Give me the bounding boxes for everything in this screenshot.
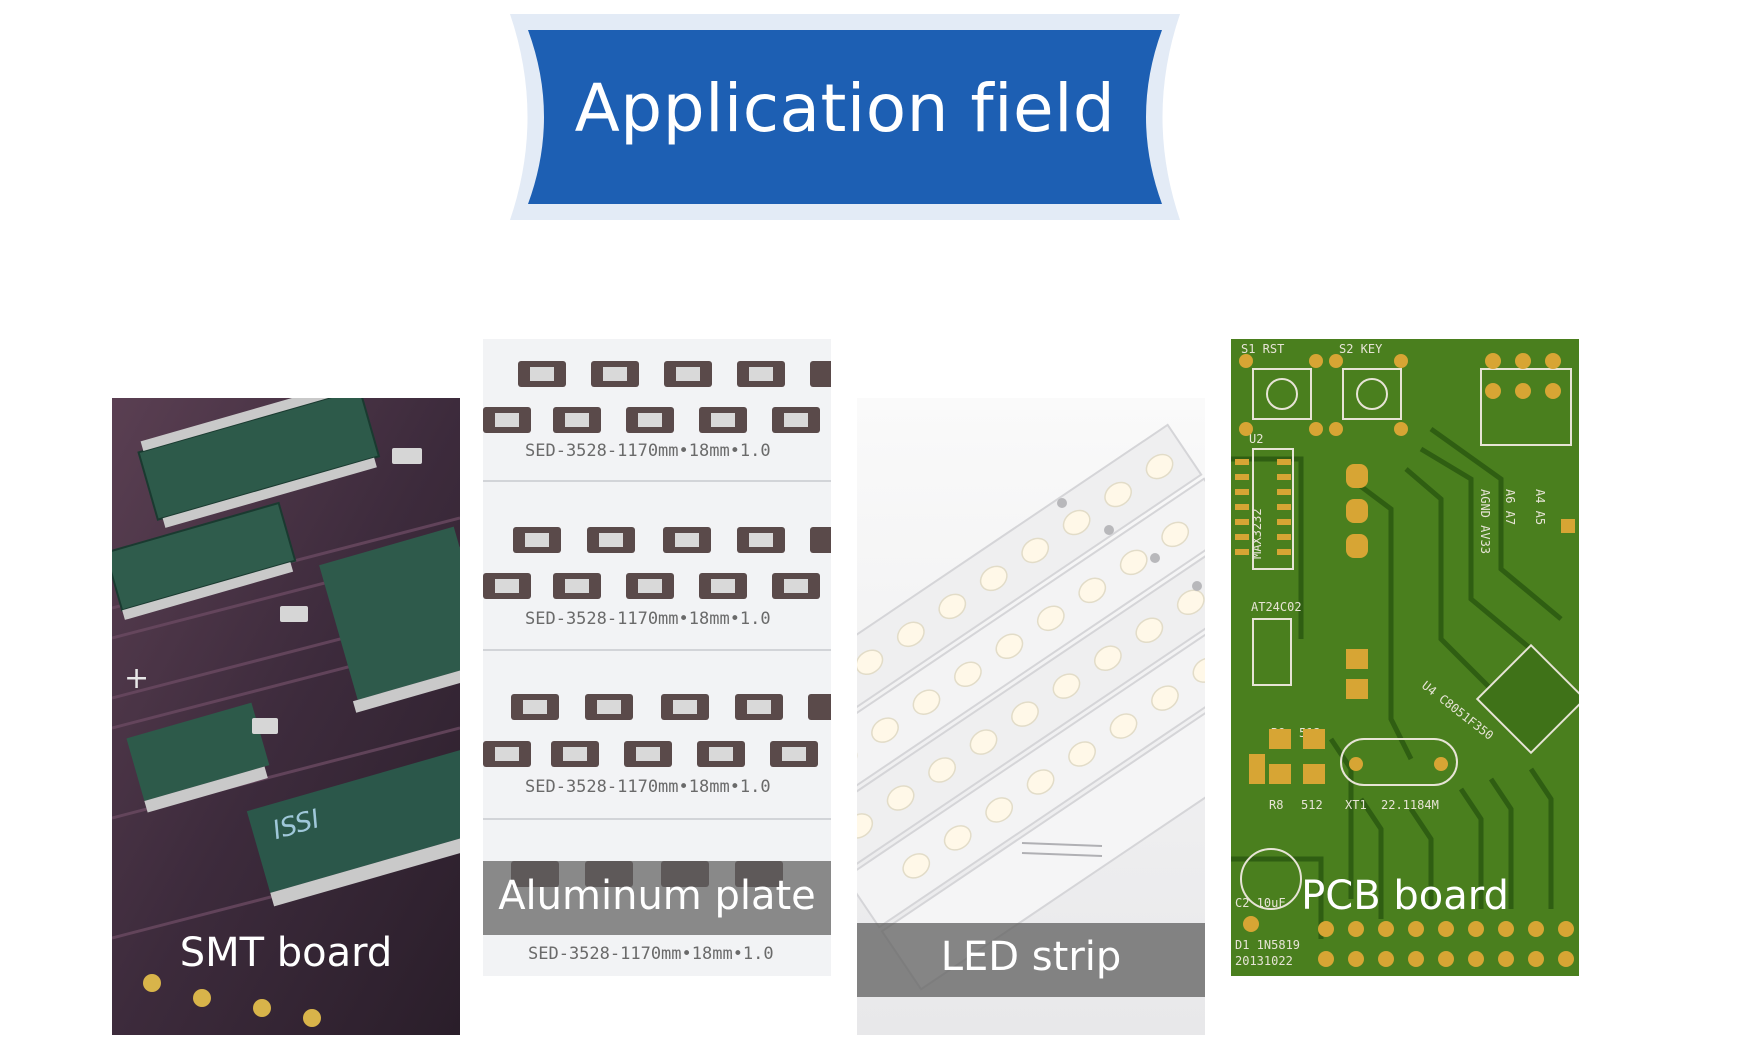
card-pcb-board: S1 RST S2 KEY U2 AT24C02 R9 512 R8 512 X… [1231,339,1579,976]
plate-label: SED-3528-1170mm•18mm•1.0 [525,777,771,797]
pcb-silk-label: S1 RST [1241,342,1284,356]
pcb-silk-label: 22.1184M [1381,798,1439,812]
card-led-strip: LED strip [857,398,1205,1035]
pcb-silk-label: 20131022 [1235,954,1293,968]
card-caption: LED strip [940,934,1122,980]
pcb-silk-label: A6 A7 [1503,489,1517,525]
pcb-silk-label: AT24C02 [1251,600,1302,614]
plate-label: SED-3528-1170mm•18mm•1.0 [525,441,771,461]
banner-ribbon-shape [510,14,1180,220]
pcb-silk-label: R8 [1269,798,1283,812]
pcb-silk-label: AGND AV33 [1478,489,1492,554]
led-strip-photo [857,398,1205,1035]
pcb-silk-label: XT1 [1345,798,1367,812]
svg-text:+: + [124,661,149,696]
pcb-silk-label: S2 KEY [1339,342,1383,356]
aluminum-plate-photo: SED-3528-1170mm•18mm•1.0 SED-3528-1170mm… [483,339,831,976]
pcb-board-photo: S1 RST S2 KEY U2 AT24C02 R9 512 R8 512 X… [1231,339,1579,976]
page-title: Application field [574,70,1116,147]
pcb-silk-label: A4 A5 [1533,489,1547,525]
pcb-silk-label: C2 10uF [1235,896,1286,910]
card-smt-board: ISSI + SMT board [112,398,460,1035]
pcb-silk-label: D1 1N5819 [1235,938,1300,952]
card-caption: SMT board [179,930,393,976]
plate-label: SED-3528-1170mm•18mm•1.0 [525,609,771,629]
smt-board-photo: ISSI + [112,398,460,1035]
pcb-silk-label: U2 [1249,432,1263,446]
pcb-silk-label: 512 [1301,798,1323,812]
card-caption: PCB board [1301,873,1509,919]
card-aluminum-plate: SED-3528-1170mm•18mm•1.0 SED-3528-1170mm… [483,339,831,976]
plate-label: SED-3528-1170mm•18mm•1.0 [528,944,774,964]
card-caption: Aluminum plate [498,873,816,919]
title-banner: Application field [510,10,1180,225]
